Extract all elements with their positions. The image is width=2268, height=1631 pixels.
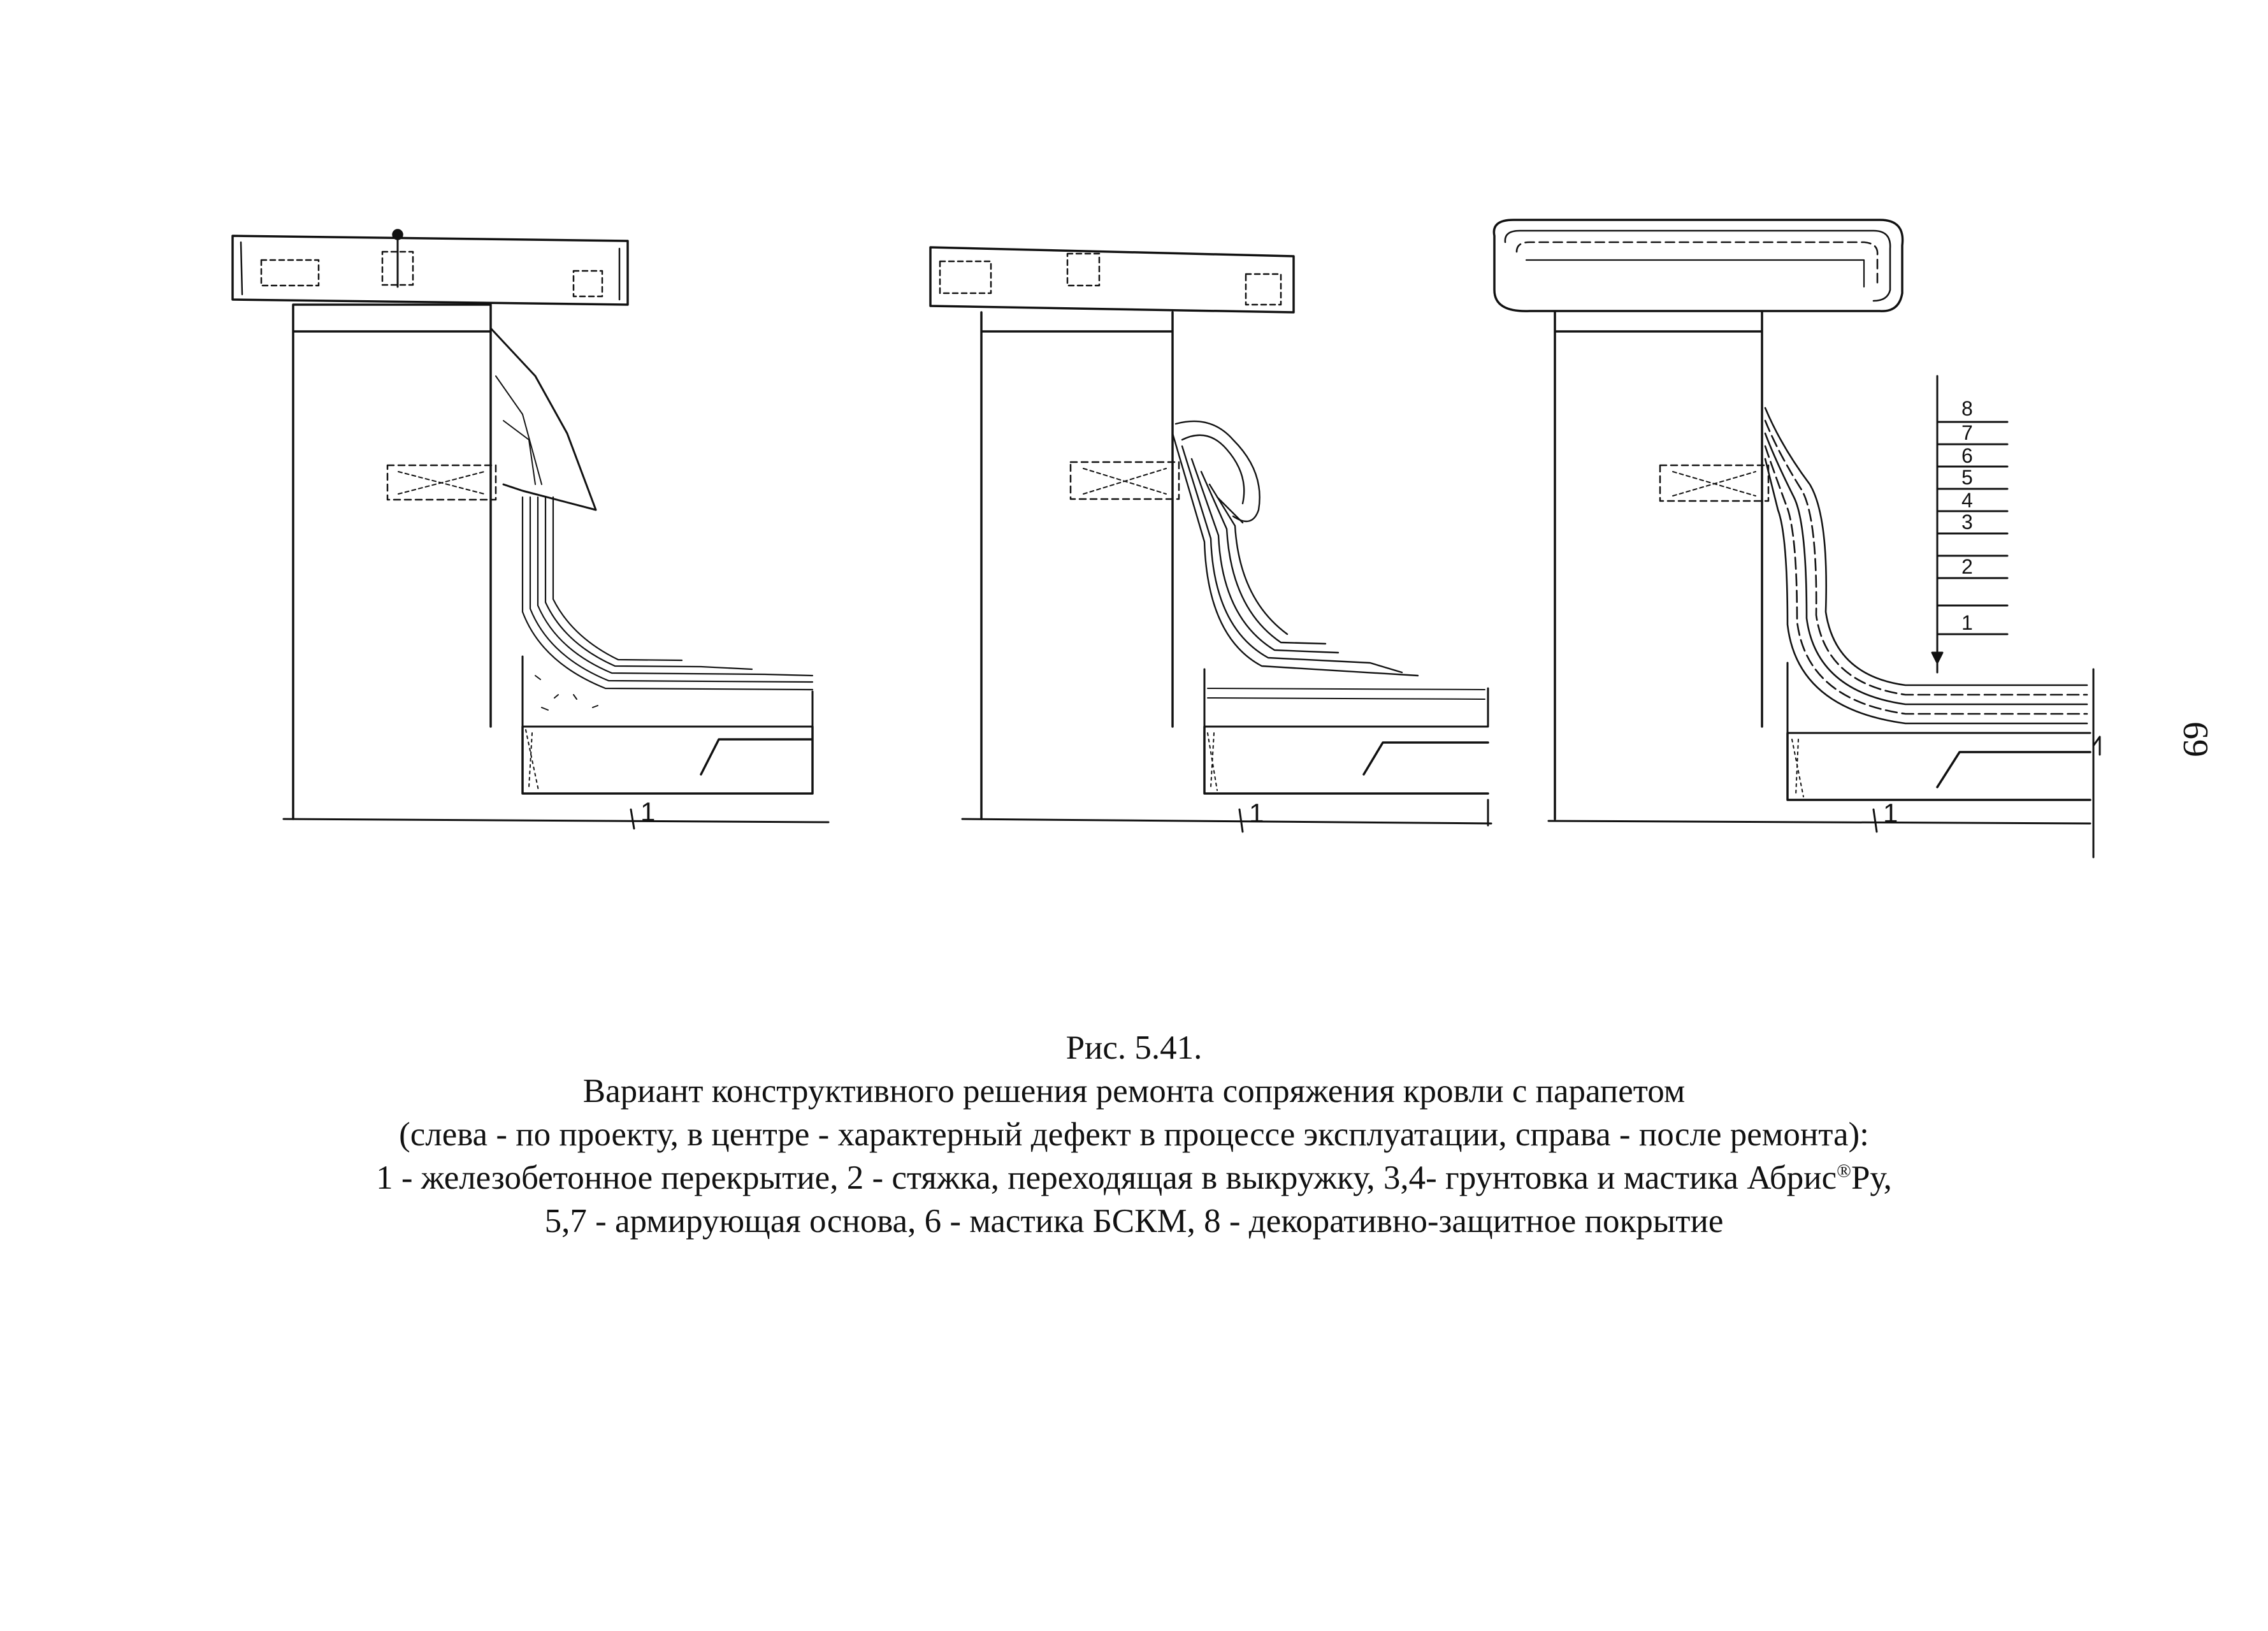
layer-number-2: 2 (1961, 555, 1973, 578)
page-number: 69 (2176, 721, 2215, 757)
figure-number: Рис. 5.41. (1065, 1029, 1203, 1066)
legend-text-b: Ру, (1851, 1159, 1892, 1196)
coping-slab-center (929, 246, 1295, 314)
parapet-wall-right (1554, 311, 1763, 820)
coping-slab-left (231, 235, 629, 306)
layer-number-6: 6 (1961, 444, 1973, 467)
panel-left (231, 229, 830, 830)
caption-legend-line-2: 5,7 - армирующая основа, 6 - мастика БСК… (544, 1203, 1724, 1240)
layer-scale (1931, 375, 2009, 674)
layer-number-8: 8 (1961, 397, 1973, 420)
roof-slab-center (1203, 725, 1489, 795)
panel-center (929, 246, 1492, 833)
panel-center-label: 1 (1249, 798, 1264, 828)
panel-left-label: 1 (640, 797, 655, 827)
coping-slab-right (1492, 219, 1904, 312)
layer-number-5: 5 (1961, 466, 1973, 489)
layer-number-3: 3 (1961, 511, 1973, 533)
registered-mark: ® (1837, 1160, 1851, 1182)
figure-drawings: 1 1 (231, 219, 2101, 859)
membrane-left (521, 496, 814, 691)
legend-text-a: 1 - железобетонное перекрытие, 2 - стяжк… (376, 1159, 1837, 1196)
roof-slab-left (521, 725, 814, 795)
parapet-wall-center (980, 311, 1174, 820)
panel-right (1492, 219, 2101, 859)
caption-title: Вариант конструктивного решения ремонта … (582, 1073, 1686, 1110)
caption-subtitle: (слева - по проекту, в центре - характер… (399, 1116, 1869, 1153)
layer-number-7: 7 (1961, 421, 1973, 444)
panel-right-label: 1 (1883, 798, 1898, 828)
layer-numbers: 8 7 6 5 4 3 2 1 (1961, 397, 1973, 634)
membrane-center-defect (1171, 420, 1419, 677)
caption-legend-line-1: 1 - железобетонное перекрытие, 2 - стяжк… (0, 1156, 2268, 1200)
layer-number-4: 4 (1961, 489, 1973, 512)
membrane-right-repaired (1764, 407, 2088, 725)
layer-number-1: 1 (1961, 611, 1973, 634)
roof-slab-right (1786, 732, 2091, 801)
parapet-wall-left (292, 303, 492, 820)
figure-caption: Рис. 5.41. Вариант конструктивного решен… (0, 1026, 2268, 1243)
